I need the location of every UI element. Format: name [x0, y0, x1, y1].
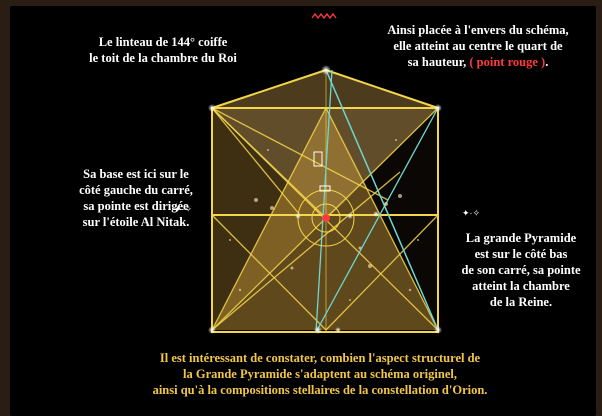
corner-stars	[208, 65, 442, 334]
caption-line: atteint la chambre	[472, 279, 570, 293]
caption-line: sa pointe est dirigée	[83, 199, 189, 213]
red-wave-mark	[311, 12, 337, 20]
lintel-left	[211, 69, 327, 109]
caption-line: de la Reine.	[489, 295, 553, 309]
caption-line: côté gauche du carré,	[79, 183, 193, 197]
main-square	[211, 107, 439, 333]
red-point	[322, 214, 330, 222]
caption-line: Sa base est ici sur le	[83, 167, 189, 181]
lintel-triangle	[212, 70, 438, 108]
diagonal-lines	[211, 107, 439, 331]
caption-line: de son carré, sa pointe	[461, 263, 581, 277]
caption-line: elle atteint au centre le quart de	[393, 39, 563, 53]
caption-mid-right: La grande Pyramide est sur le côté bas d…	[444, 230, 598, 310]
caption-top-left: Le linteau de 144° coiffe le toit de la …	[68, 34, 258, 66]
inverted-pyramid	[212, 108, 438, 220]
cyan-line-middle	[315, 69, 333, 333]
caption-line: Il est intéressant de constater, combien…	[159, 351, 481, 365]
red-point-label: ( point rouge )	[469, 55, 546, 69]
center-ring-small	[311, 203, 341, 233]
caption-top-right: Ainsi placée à l'envers du schéma, elle …	[358, 22, 598, 70]
small-star-mark-right: ✦·✧	[462, 208, 481, 218]
caption-line: ainsi qu'à la compositions stellaires de…	[152, 383, 488, 397]
queens-chamber-mark	[319, 185, 331, 192]
caption-line: la Grande Pyramide s'adaptent au schéma …	[183, 367, 457, 381]
lintel-right	[325, 69, 439, 109]
caption-text: .	[545, 55, 549, 69]
caption-line: sur l'étoile Al Nitak.	[82, 215, 190, 229]
cyan-line-cross	[315, 107, 439, 333]
caption-line: le toit de la chambre du Roi	[89, 51, 237, 65]
caption-line: Le linteau de 144° coiffe	[98, 35, 228, 49]
caption-text: sa hauteur,	[407, 55, 470, 69]
caption-line: est sur le côté bas	[474, 247, 568, 261]
caption-bottom: Il est intéressant de constater, combien…	[60, 350, 580, 398]
field-stars	[229, 139, 419, 301]
caption-line: sa hauteur, ( point rouge ).	[358, 54, 598, 70]
cyan-line-right	[325, 69, 439, 331]
small-star-mark-left: ✦·✧	[174, 204, 193, 214]
caption-line: Ainsi placée à l'envers du schéma,	[387, 23, 569, 37]
kings-chamber-mark	[313, 151, 323, 167]
caption-mid-left: Sa base est ici sur le côté gauche du ca…	[56, 166, 216, 230]
caption-line: La grande Pyramide	[465, 231, 577, 245]
